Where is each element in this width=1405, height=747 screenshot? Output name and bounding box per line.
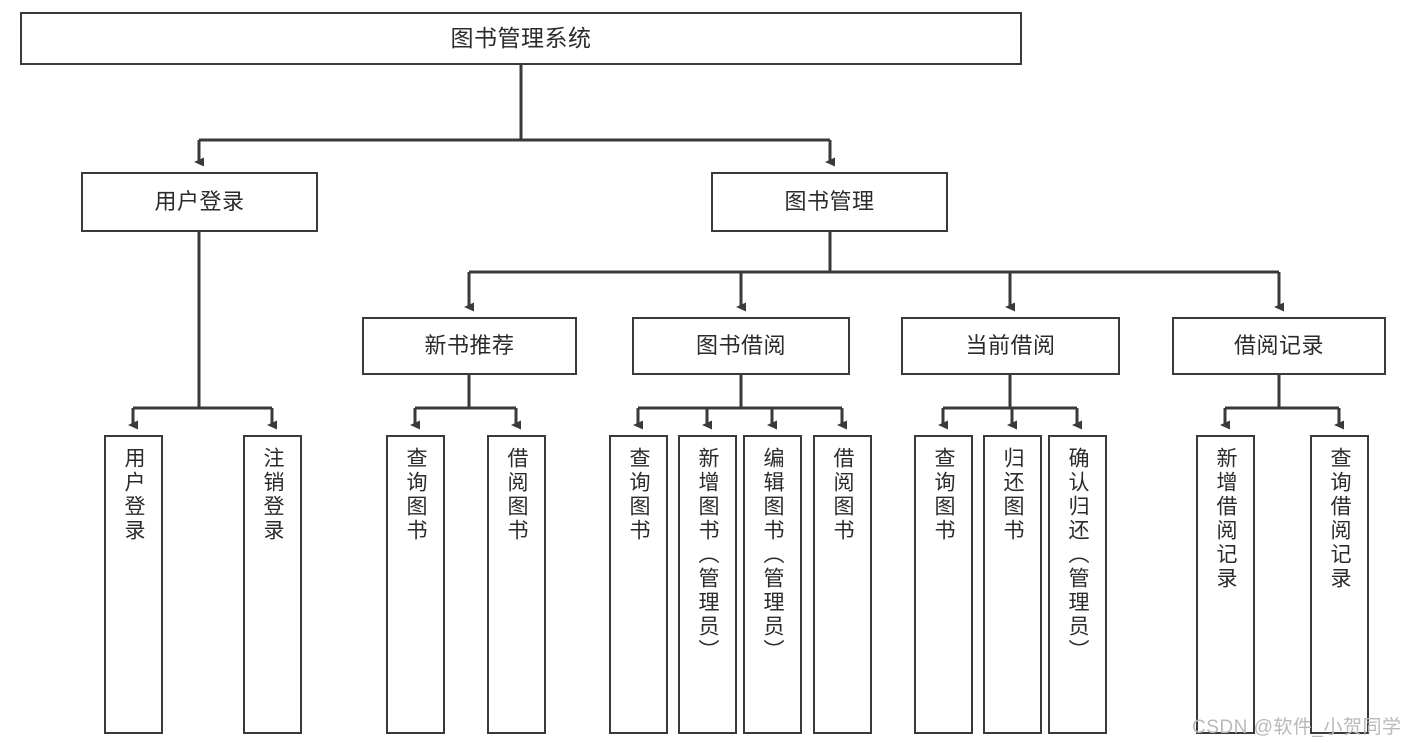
leaf-query-book-cur[interactable]: 查询图书 [914, 435, 973, 734]
leaf-logout-label: 注销登录 [261, 447, 284, 543]
node-root-label: 图书管理系统 [450, 24, 592, 51]
leaf-borrow-book[interactable]: 借阅图书 [813, 435, 872, 734]
node-borrow-record-label: 借阅记录 [1233, 333, 1324, 359]
node-book-manage-label: 图书管理 [784, 189, 875, 215]
leaf-logout[interactable]: 注销登录 [243, 435, 302, 734]
leaf-edit-book[interactable]: 编辑图书（管理员） [743, 435, 802, 734]
node-book-borrow-label: 图书借阅 [695, 333, 786, 359]
leaf-add-book[interactable]: 新增图书（管理员） [678, 435, 737, 734]
csdn-watermark: CSDN @软件_小贺同学 [1192, 717, 1402, 738]
node-current-borrow-label: 当前借阅 [965, 333, 1056, 359]
node-book-manage[interactable]: 图书管理 [711, 172, 948, 232]
leaf-borrow-book-rec-label: 借阅图书 [505, 447, 528, 543]
leaf-query-book-cur-label: 查询图书 [932, 447, 955, 543]
node-book-borrow[interactable]: 图书借阅 [632, 317, 850, 375]
leaf-add-book-label: 新增图书（管理员） [696, 447, 719, 663]
node-current-borrow[interactable]: 当前借阅 [901, 317, 1120, 375]
leaf-query-book[interactable]: 查询图书 [609, 435, 668, 734]
leaf-query-book-rec[interactable]: 查询图书 [386, 435, 445, 734]
leaf-query-book-rec-label: 查询图书 [404, 447, 427, 543]
leaf-return-book[interactable]: 归还图书 [983, 435, 1042, 734]
leaf-add-record[interactable]: 新增借阅记录 [1196, 435, 1255, 734]
leaf-borrow-book-rec[interactable]: 借阅图书 [487, 435, 546, 734]
node-root[interactable]: 图书管理系统 [20, 12, 1022, 65]
leaf-edit-book-label: 编辑图书（管理员） [761, 447, 784, 663]
node-user-login[interactable]: 用户登录 [81, 172, 318, 232]
node-new-book-rec-label: 新书推荐 [424, 333, 515, 359]
node-new-book-rec[interactable]: 新书推荐 [362, 317, 577, 375]
leaf-user-login[interactable]: 用户登录 [104, 435, 163, 734]
leaf-query-book-label: 查询图书 [627, 447, 650, 543]
leaf-query-record[interactable]: 查询借阅记录 [1310, 435, 1369, 734]
leaf-return-book-label: 归还图书 [1001, 447, 1024, 543]
leaf-user-login-label: 用户登录 [122, 447, 145, 543]
node-borrow-record[interactable]: 借阅记录 [1172, 317, 1386, 375]
leaf-query-record-label: 查询借阅记录 [1328, 447, 1351, 591]
leaf-borrow-book-label: 借阅图书 [831, 447, 854, 543]
leaf-confirm-return-label: 确认归还（管理员） [1066, 447, 1089, 663]
node-user-login-label: 用户登录 [154, 189, 245, 215]
leaf-add-record-label: 新增借阅记录 [1214, 447, 1237, 591]
leaf-confirm-return[interactable]: 确认归还（管理员） [1048, 435, 1107, 734]
